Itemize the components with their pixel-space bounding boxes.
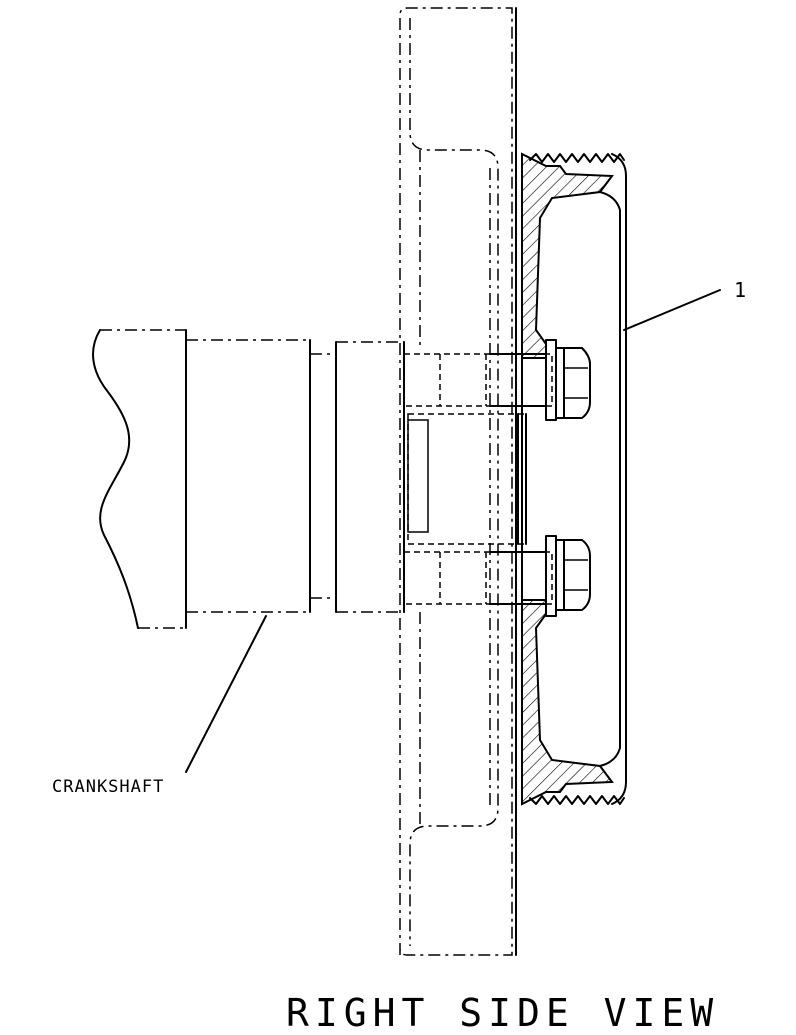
view-title: RIGHT SIDE VIEW [286,991,719,1035]
pulley-hub-section-upper [521,152,614,359]
pilot-adapter [407,413,527,545]
pulley [515,7,627,956]
crankshaft-leader-line [185,615,267,773]
crankshaft-label: CRANKSHAFT [52,777,164,797]
crankshaft-body [92,329,405,629]
bolt-lower [403,551,553,605]
item-number-1-label: 1 [734,278,746,302]
bolt-head-lower [489,535,591,617]
bolt-upper [403,353,553,407]
pulley-hub-section-lower [521,599,614,806]
crankshaft-break-line [92,329,139,629]
pulley-ribs-top [529,153,625,163]
item-1-leader-line [623,289,721,331]
bolt-head-upper [489,339,591,421]
pulley-ribs-bottom [529,795,625,805]
damper-ring [399,7,513,956]
